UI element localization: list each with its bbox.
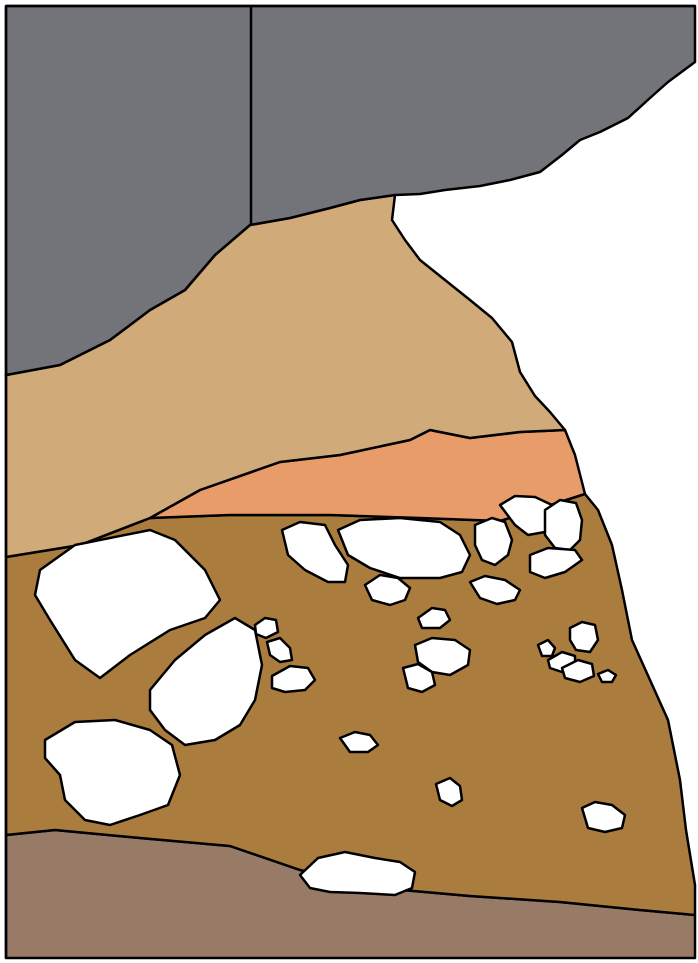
stone [570, 622, 598, 652]
stone [545, 500, 582, 550]
